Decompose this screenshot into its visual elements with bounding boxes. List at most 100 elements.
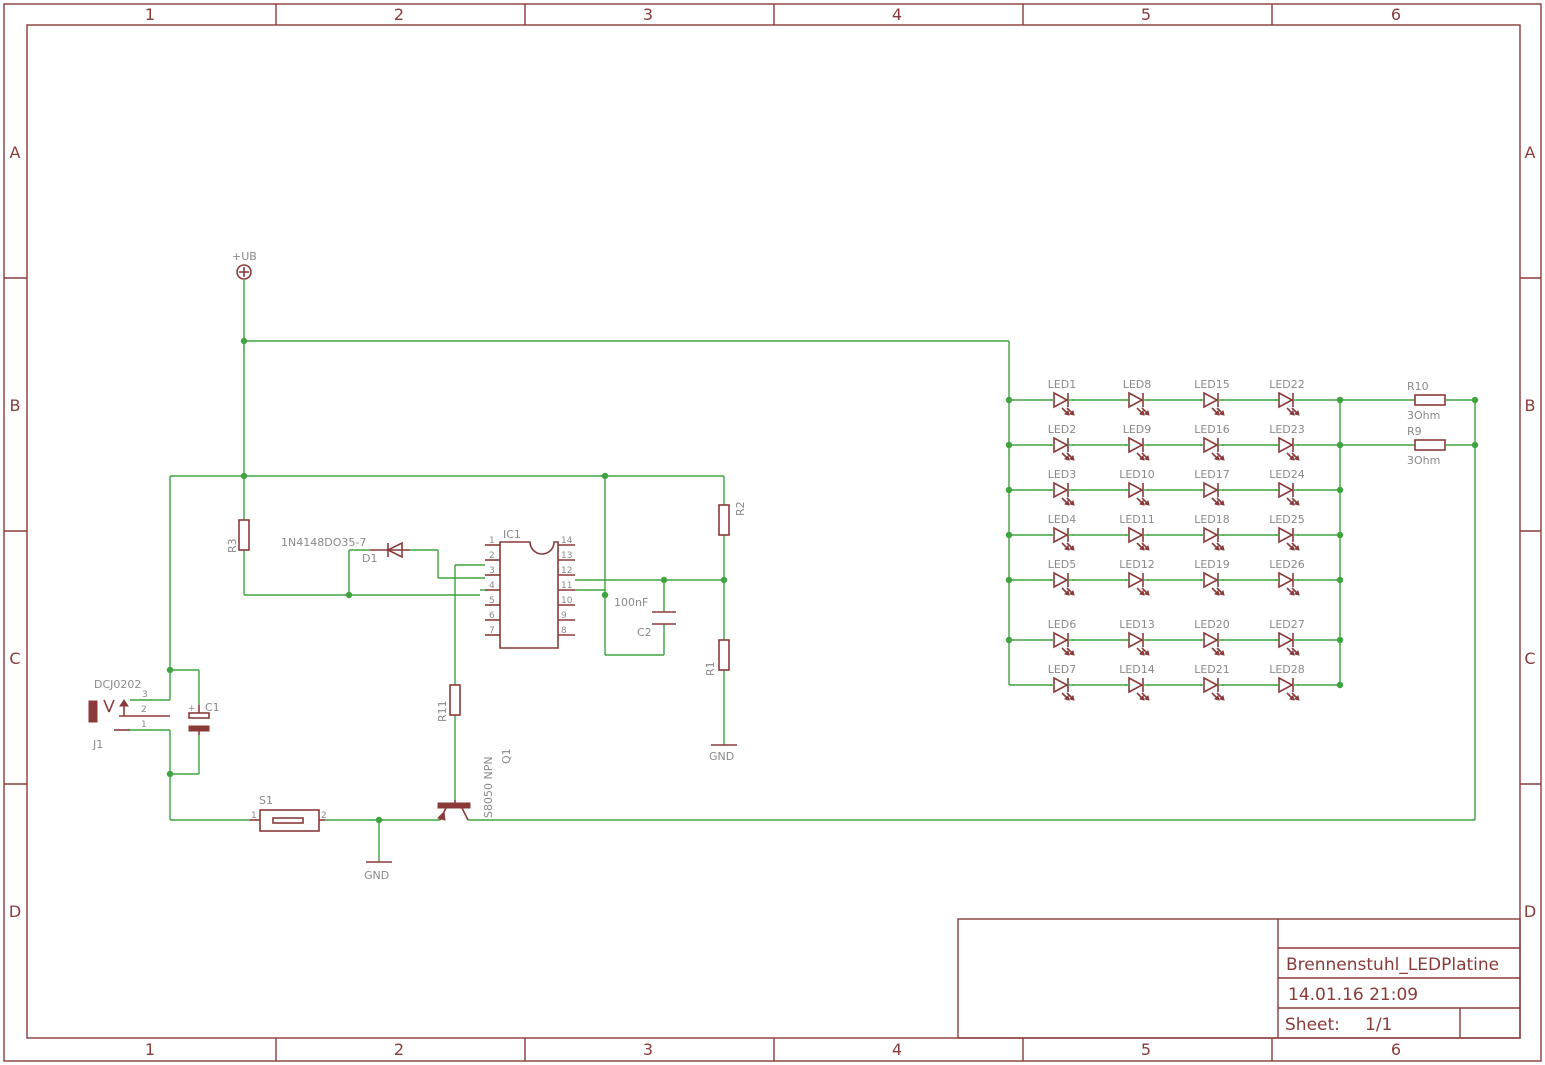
led-led19: LED19 [1194,558,1230,596]
ic1-pin-label: 9 [561,611,567,621]
col-label-top: 3 [643,5,653,24]
led-led7: LED7 [1048,663,1077,701]
s1-pin2: 2 [321,811,327,821]
ic1-label: IC1 [503,528,521,541]
r9-label: R9 [1407,425,1422,438]
led-led21: LED21 [1194,663,1230,701]
title-block-name: Brennenstuhl_LEDPlatine [1286,955,1499,975]
col-label-bottom: 3 [643,1040,653,1059]
led-label: LED11 [1119,513,1155,526]
gnd-symbol-left: GND [364,861,392,882]
row-label-right: A [1525,143,1536,162]
ic1-pin-label: 10 [561,596,573,606]
resistor-r3: R3 [226,519,250,553]
grid-labels: 1 2 3 4 5 6 1 2 3 4 5 6 A B C D A B C D [9,5,1536,1059]
row-label-right: B [1525,396,1536,415]
title-block-sheet-value: 1/1 [1365,1015,1392,1035]
col-label-bottom: 5 [1141,1040,1151,1059]
led-led6: LED6 [1048,618,1076,656]
led-led24: LED24 [1269,468,1305,506]
ic1-pin-label: 8 [561,626,567,636]
led-led22: LED22 [1269,378,1305,416]
ic1-pin-label: 5 [489,596,495,606]
row-label-left: D [9,902,21,921]
capacitor-c1: + C1 [188,701,220,735]
led-led16: LED16 [1194,423,1230,461]
ic1-pin-label: 7 [489,626,495,636]
led-label: LED16 [1194,423,1230,436]
led-label: LED4 [1048,513,1077,526]
led-label: LED18 [1194,513,1230,526]
col-label-top: 5 [1141,5,1151,24]
supply-label: +UB [232,250,257,263]
wires-left [130,280,1476,862]
led-label: LED27 [1269,618,1305,631]
r2-label: R2 [734,501,747,516]
led-label: LED10 [1119,468,1155,481]
gnd-right-label: GND [709,750,734,763]
supply-symbol: +UB [232,250,257,280]
led-led17: LED17 [1194,468,1230,506]
s1-pin1: 1 [251,811,257,821]
ic1-pin-label: 14 [561,536,573,546]
led-label: LED23 [1269,423,1305,436]
ic1-pin-label: 11 [561,581,572,591]
switch-s1: S1 1 2 [250,794,327,832]
q1-value: S8050 NPN [482,756,495,818]
led-label: LED15 [1194,378,1230,391]
led-label: LED1 [1048,378,1077,391]
s1-label: S1 [259,794,273,807]
led-label: LED7 [1048,663,1077,676]
led-label: LED2 [1048,423,1077,436]
led-led1: LED1 [1048,378,1077,416]
led-led3: LED3 [1048,468,1077,506]
led-label: LED3 [1048,468,1077,481]
r11-label: R11 [436,700,449,722]
resistor-r10: R10 3Ohm [1340,380,1475,422]
transistor-q1: S8050 NPN Q1 [437,748,513,821]
led-label: LED25 [1269,513,1305,526]
led-led18: LED18 [1194,513,1230,551]
ic1-pin-label: 6 [489,611,495,621]
led-led5: LED5 [1048,558,1077,596]
r10-label: R10 [1407,380,1429,393]
led-label: LED26 [1269,558,1305,571]
j1-pin2: 2 [141,705,147,715]
ic1-pin-label: 3 [489,566,495,576]
row-label-right: C [1524,649,1535,668]
resistor-r11: R11 [436,684,461,722]
led-led9: LED9 [1123,423,1151,461]
col-label-bottom: 2 [394,1040,404,1059]
col-label-top: 1 [145,5,155,24]
gnd-symbol-right: GND [709,744,737,763]
led-led2: LED2 [1048,423,1077,461]
title-block-sheet-label: Sheet: [1285,1015,1340,1035]
col-label-top: 2 [394,5,404,24]
led-led25: LED25 [1269,513,1305,551]
row-label-left: A [10,143,21,162]
col-label-top: 4 [892,5,902,24]
r9-value: 3Ohm [1407,454,1440,467]
resistor-r1: R1 [704,639,730,676]
led-led10: LED10 [1119,468,1155,506]
led-led11: LED11 [1119,513,1155,551]
ic1-pin-label: 1 [489,536,495,546]
j1-pin1: 1 [141,720,147,730]
ic1-pin-label: 13 [561,551,572,561]
led-label: LED5 [1048,558,1077,571]
c2-value: 100nF [614,596,648,609]
led-led26: LED26 [1269,558,1305,596]
ic1-pin-label: 12 [561,566,572,576]
led-label: LED8 [1123,378,1152,391]
resistor-r2: R2 [718,501,747,536]
j1-label: J1 [92,738,103,751]
svg-text:+: + [188,704,196,714]
capacitor-c2: 100nF C2 [614,596,676,639]
led-label: LED14 [1119,663,1155,676]
led-led28: LED28 [1269,663,1305,701]
ic1-right-pins: 14 13 12 11 10 9 8 [558,536,575,636]
led-label: LED17 [1194,468,1230,481]
